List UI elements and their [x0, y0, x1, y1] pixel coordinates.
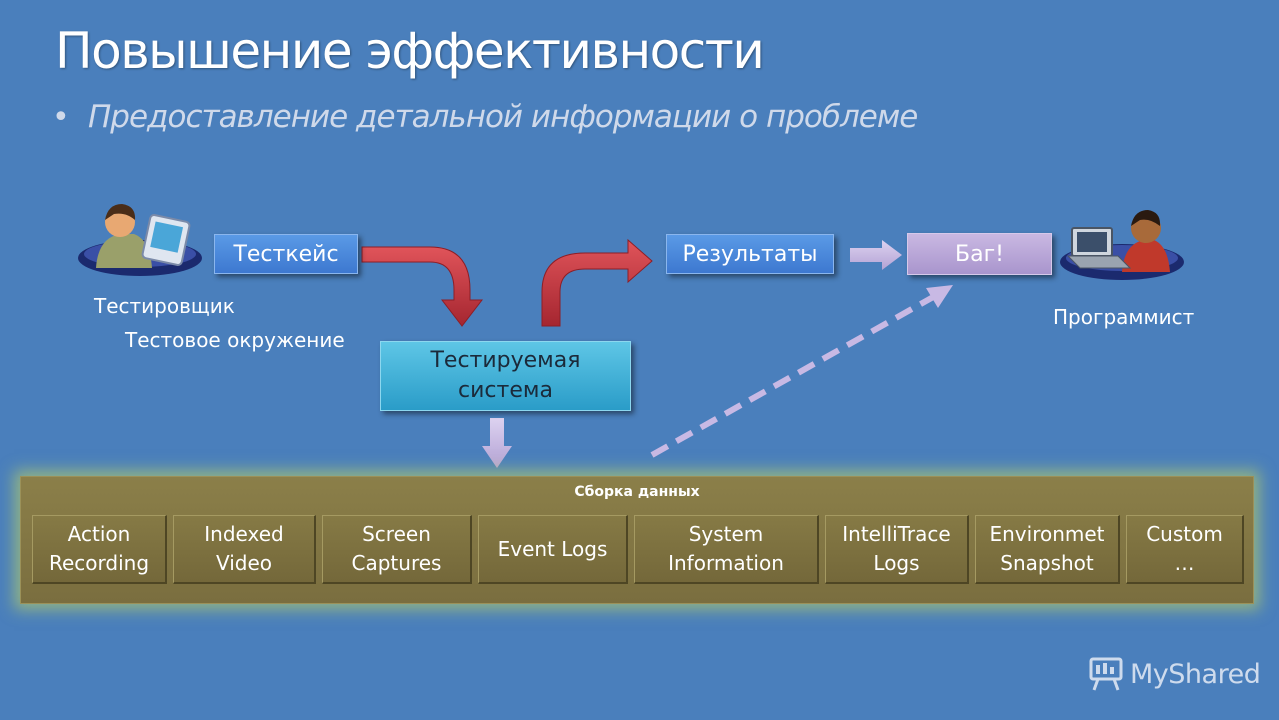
data-collection-title: Сборка данных [574, 484, 700, 500]
presentation-board-icon [1089, 657, 1123, 691]
bug-box: Баг! [907, 233, 1052, 275]
watermark-text: MyShared [1130, 658, 1261, 690]
bug-label: Баг! [955, 241, 1004, 267]
programmer-label: Программист [1053, 305, 1195, 329]
watermark: MyShared [1088, 656, 1261, 692]
arrow-results-to-bug [850, 240, 902, 270]
testcase-box: Тесткейс [214, 234, 358, 274]
collector-indexed-video: Indexed Video [173, 515, 316, 584]
collector-screen-captures: Screen Captures [322, 515, 472, 584]
slide-title: Повышение эффективности [55, 22, 765, 80]
dashed-arrow-collection-to-bug [650, 293, 937, 458]
arrow-system-to-collection [482, 418, 512, 468]
tester-label: Тестировщик [94, 294, 235, 318]
collector-action-recording: Action Recording [32, 515, 167, 584]
tester-with-pda-icon [78, 204, 202, 276]
results-box: Результаты [666, 234, 834, 274]
slide-subtitle: Предоставление детальной информации о пр… [88, 99, 918, 135]
collector-custom: Custom … [1126, 515, 1244, 584]
system-label-line2: система [458, 378, 553, 403]
collector-environment-snapshot: Environmet Snapshot [975, 515, 1120, 584]
arrow-system-to-results [541, 238, 653, 327]
bullet-marker: • [52, 100, 70, 135]
collector-intellitrace-logs: IntelliTrace Logs [825, 515, 969, 584]
test-environment-label: Тестовое окружение [125, 328, 345, 352]
programmer-with-laptop-icon [1060, 210, 1184, 280]
data-collection-panel: Сборка данных Action Recording Indexed V… [20, 476, 1254, 604]
system-under-test-box: Тестируемая система [380, 341, 631, 411]
dashed-arrow-head [926, 285, 953, 308]
arrow-testcase-to-system [361, 246, 484, 327]
results-label: Результаты [682, 241, 818, 267]
collector-system-information: System Information [634, 515, 819, 584]
testcase-label: Тесткейс [233, 241, 339, 267]
system-label-line1: Тестируемая [430, 348, 581, 373]
collector-event-logs: Event Logs [478, 515, 628, 584]
